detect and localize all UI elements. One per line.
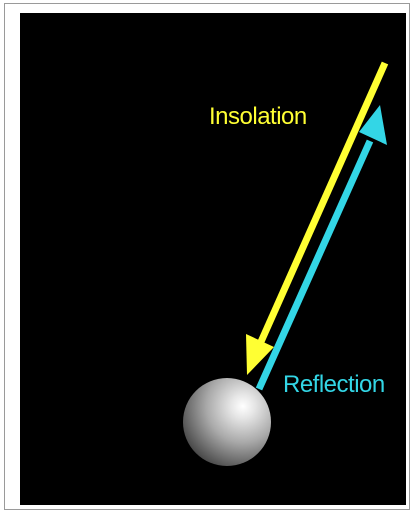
- insolation-reflection-diagram: Insolation Reflection: [20, 13, 406, 505]
- insolation-label: Insolation: [209, 103, 307, 130]
- reflection-label: Reflection: [283, 371, 385, 398]
- diagram-panel: Insolation Reflection: [20, 13, 406, 505]
- planet-sphere-icon: [183, 378, 271, 466]
- reflection-arrow: [259, 105, 387, 389]
- image-frame: Insolation Reflection: [4, 3, 410, 510]
